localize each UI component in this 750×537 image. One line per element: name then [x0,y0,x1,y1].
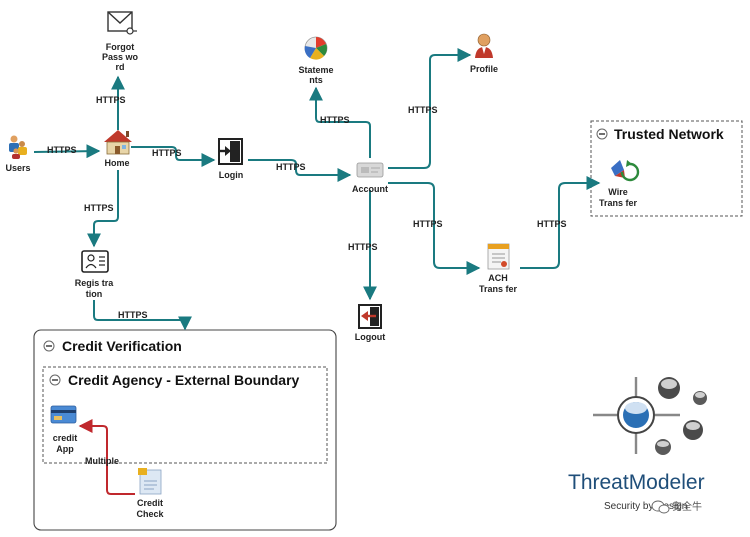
collapse-icon[interactable] [596,128,608,140]
node-account[interactable]: Account [352,162,388,194]
boundary-title: Credit Agency - External Boundary [68,372,300,388]
edge-label: HTTPS [348,242,378,252]
watermark: 安全牛 [651,500,702,514]
edge-account-profile[interactable] [388,48,472,169]
envelope-key-icon [107,11,137,35]
node-ach-transfer[interactable]: ACH Trans fer [479,243,518,294]
edge-users-home[interactable] [33,144,101,159]
threatmodeler-logo: ThreatModeler Security by Design [568,377,707,512]
node-label: Users [5,163,30,173]
edge-check-app[interactable] [78,419,135,495]
node-label: Forgot [106,42,135,52]
edge-label: HTTPS [413,219,443,229]
node-forgot-password[interactable]: Forgot Pass wo rd [102,11,139,72]
watermark-text: 安全牛 [672,500,702,513]
boundary-trusted-network[interactable]: Trusted Network [590,120,743,217]
logo-wordmark: ThreatModeler [568,471,705,494]
edge-label: HTTPS [118,310,148,320]
node-wire-transfer[interactable]: Wire Trans fer [599,160,640,208]
person-icon [475,33,493,58]
node-label: Regis tra [75,278,115,288]
node-label: Profile [470,64,498,74]
boundary-title: Trusted Network [614,126,724,142]
edge-label: HTTPS [152,148,182,158]
node-label: ACH [488,273,508,283]
logout-icon [358,304,382,329]
node-label: Trans fer [599,198,638,208]
node-label: Logout [355,332,386,342]
node-label: App [56,444,74,454]
node-label: Login [219,170,244,180]
node-label: rd [116,62,125,72]
collapse-icon[interactable] [43,340,55,352]
edge-label: HTTPS [537,219,567,229]
edge-registration-credit[interactable] [93,300,192,331]
boundary-credit-agency[interactable]: Credit Agency - External Boundary [42,366,328,464]
users-icon [9,135,27,159]
logo-tagline: Security by Design [604,501,687,512]
boundary-title: Credit Verification [62,338,182,354]
pie-chart-icon [304,36,328,60]
wechat-icon [651,500,670,514]
house-icon [104,130,132,155]
node-statements[interactable]: Stateme nts [298,36,334,85]
node-label: Trans fer [479,284,518,294]
node-label: tion [86,289,103,299]
edge-label: HTTPS [84,203,114,213]
id-card-icon [81,250,109,273]
node-label: Wire [608,187,627,197]
node-label: Home [104,158,129,168]
crosshair-logo-icon [593,377,707,455]
edge-label: HTTPS [47,145,77,155]
edge-home-login[interactable] [131,146,216,167]
document-transfer-icon [487,243,510,270]
node-credit-app[interactable]: credit App [50,405,78,454]
node-credit-check[interactable]: Credit Check [136,468,165,519]
node-home[interactable]: Home [104,130,132,168]
node-registration[interactable]: Regis tra tion [75,250,115,299]
node-label: nts [309,75,323,85]
node-label: Pass wo [102,52,139,62]
node-label: Credit [137,498,163,508]
account-card-icon [356,162,384,178]
edge-label: HTTPS [320,115,350,125]
edge-account-ach[interactable] [388,182,481,275]
edge-ach-wire[interactable] [520,176,601,269]
node-users[interactable]: Users [5,135,31,174]
node-label: Stateme [298,65,333,75]
node-label: credit [53,433,78,443]
wire-transfer-icon [611,160,640,182]
credit-card-icon [50,405,77,424]
node-logout[interactable]: Logout [355,304,386,342]
edge-home-registration[interactable] [87,170,119,248]
node-profile[interactable]: Profile [470,33,498,74]
login-icon [218,138,243,165]
edge-label: HTTPS [408,105,438,115]
collapse-icon[interactable] [49,374,61,386]
node-label: Check [136,509,164,519]
boundary-credit-verification[interactable]: Credit Verification [33,329,337,531]
document-check-icon [138,468,162,495]
edge-label: HTTPS [276,162,306,172]
node-label: Account [352,184,388,194]
node-login[interactable]: Login [218,138,244,180]
edge-login-account[interactable] [248,159,352,182]
edge-label: HTTPS [96,95,126,105]
edge-account-statements[interactable] [309,86,371,158]
edge-label: Multiple [85,456,119,466]
